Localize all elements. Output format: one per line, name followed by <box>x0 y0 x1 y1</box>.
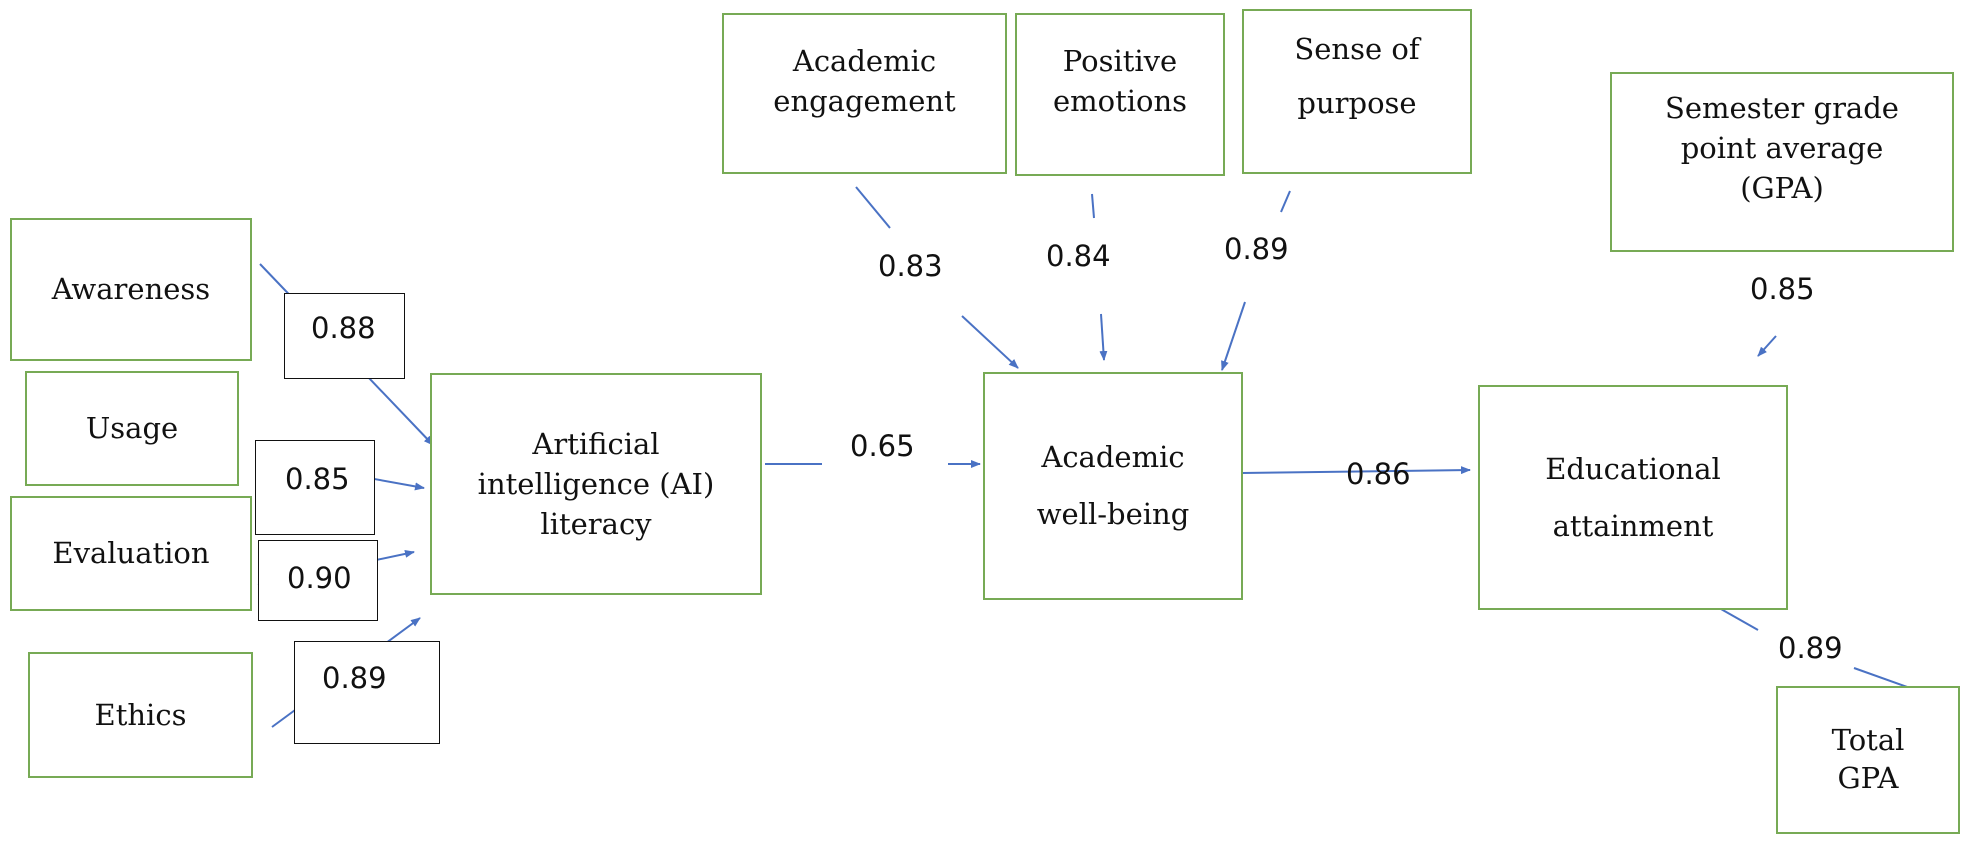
node-label-line: emotions <box>1052 84 1188 119</box>
coef-box-evaluation <box>258 540 378 621</box>
node-label-line: Academic <box>792 44 937 78</box>
node-ai-literacy: Artificial intelligence (AI) literacy <box>430 373 762 595</box>
arrow-total-gpa-top <box>1853 667 1911 689</box>
node-positive-emotions: Positive emotions <box>1015 13 1225 176</box>
coef-awareness: 0.88 <box>311 311 376 345</box>
node-label: Ethics <box>94 697 187 732</box>
arrow-sense-of-purpose-top <box>1280 190 1291 213</box>
node-label-line: Educational <box>1545 451 1721 486</box>
arrow-sense-of-purpose <box>1221 301 1246 371</box>
node-label-line: Positive <box>1062 44 1178 78</box>
node-semester-gpa: Semester grade point average (GPA) <box>1610 72 1954 252</box>
coef-semester-gpa: 0.85 <box>1750 272 1815 306</box>
node-label-line: Artificial <box>532 426 660 461</box>
coef-sense-of-purpose: 0.89 <box>1224 232 1289 266</box>
node-label-line: attainment <box>1552 508 1714 543</box>
coef-academic-engagement: 0.83 <box>878 249 943 283</box>
arrow-academic-engagement <box>961 315 1019 369</box>
node-label: Awareness <box>51 272 211 307</box>
node-total-gpa: Total GPA <box>1776 686 1960 834</box>
node-evaluation: Evaluation <box>10 496 252 611</box>
node-usage: Usage <box>25 371 239 486</box>
coef-ethics: 0.89 <box>322 661 387 695</box>
arrow-positive-emotions <box>1099 313 1108 361</box>
node-educational-attainment: Educational attainment <box>1478 385 1788 610</box>
node-label-line: intelligence (AI) <box>477 466 715 501</box>
arrow-semester-gpa <box>1757 335 1777 357</box>
coef-box-ethics <box>294 641 440 744</box>
node-label-line: Academic <box>1041 440 1185 475</box>
node-label-line: Sense of <box>1294 32 1420 66</box>
coef-usage: 0.85 <box>285 462 350 496</box>
coef-positive-emotions: 0.84 <box>1046 239 1111 273</box>
coef-wellbeing-to-attainment: 0.86 <box>1346 457 1411 491</box>
coef-evaluation: 0.90 <box>287 561 352 595</box>
node-label: Usage <box>85 411 179 446</box>
node-label-line: literacy <box>540 507 652 541</box>
node-label-line: well-being <box>1036 497 1190 531</box>
coef-box-awareness <box>284 293 405 379</box>
node-label-line: purpose <box>1297 85 1417 120</box>
node-label-line: engagement <box>773 84 956 119</box>
arrow-positive-emotions-top <box>1091 193 1095 219</box>
coef-total-gpa: 0.89 <box>1778 631 1843 665</box>
node-ethics: Ethics <box>28 652 253 778</box>
node-academic-engagement: Academic engagement <box>722 13 1007 174</box>
node-label-line: (GPA) <box>1740 171 1824 206</box>
node-awareness: Awareness <box>10 218 252 361</box>
coef-box-usage <box>255 440 375 535</box>
node-label-line: GPA <box>1837 761 1899 795</box>
coef-ai-to-wellbeing: 0.65 <box>850 429 915 463</box>
node-label-line: Total <box>1831 723 1905 758</box>
node-sense-of-purpose: Sense of purpose <box>1242 9 1472 174</box>
node-label-line: point average <box>1680 131 1884 166</box>
node-label: Evaluation <box>52 536 210 571</box>
node-label-line: Semester grade <box>1665 91 1899 125</box>
arrow-academic-engagement-top <box>855 186 891 229</box>
node-academic-wellbeing: Academic well-being <box>983 372 1243 600</box>
